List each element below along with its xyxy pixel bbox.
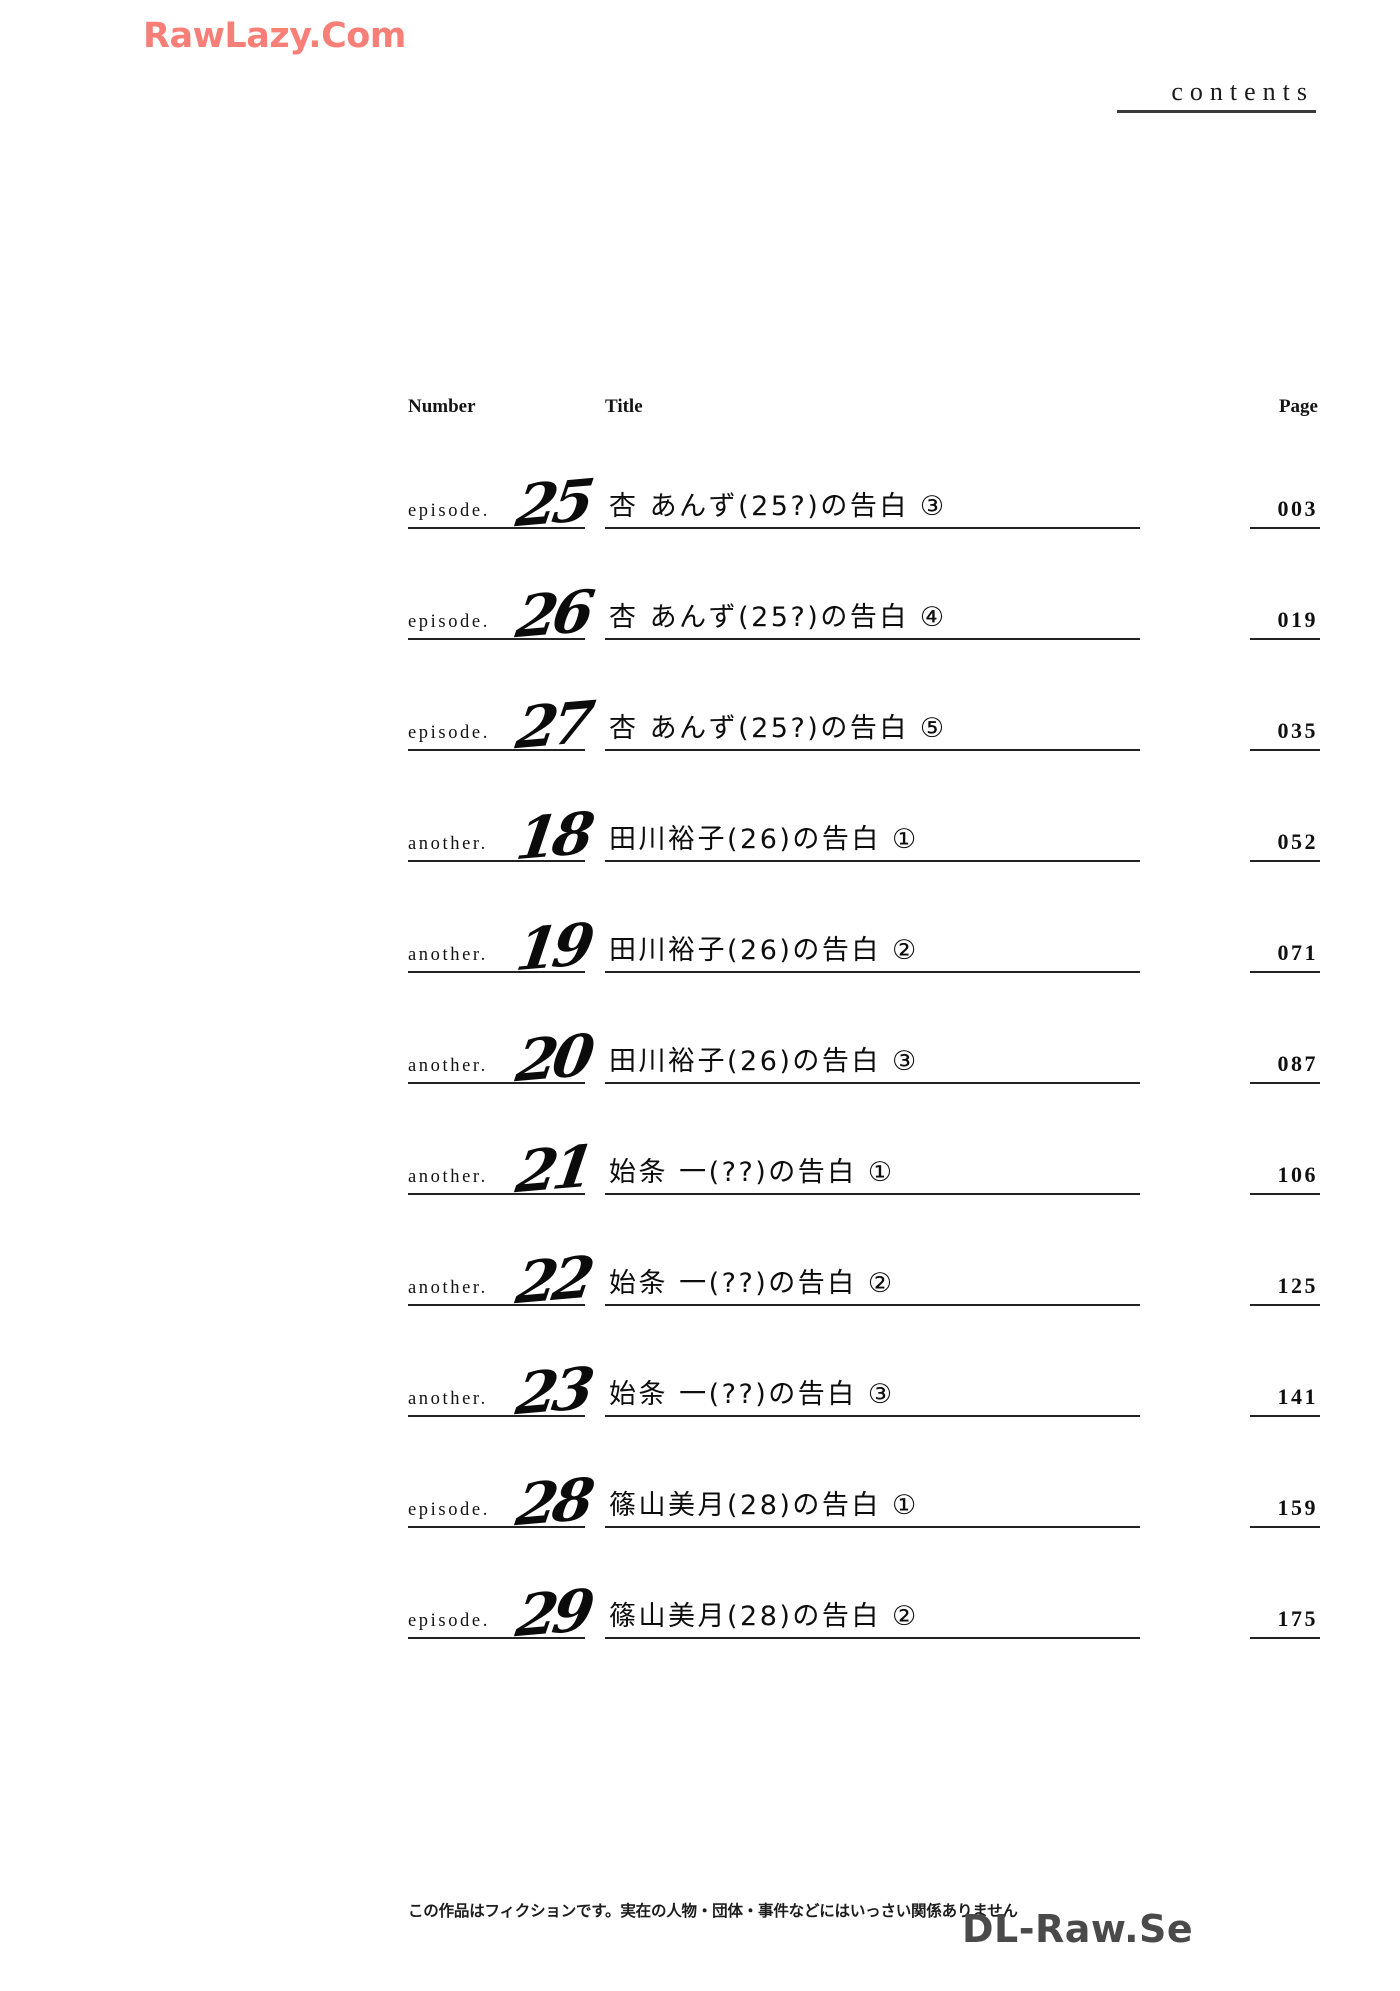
toc-number-cell[interactable]: episode. 26 [408,564,594,651]
dlraw-watermark: DL-Raw.Se [962,1907,1194,1951]
column-header-number: Number [408,396,476,417]
rawlazy-watermark: RawLazy.Com [143,16,406,56]
toc-title-cell[interactable]: 篠山美月(28)の告白 ① [605,1452,1140,1528]
toc-number-cell[interactable]: another. 22 [408,1230,594,1317]
toc-row[interactable]: episode. 26 杏 あんず(25?)の告白 ④ 019 [408,529,1320,651]
toc-number-cell[interactable]: episode. 29 [408,1563,594,1650]
toc-entry-number: 25 [512,466,594,541]
toc-entry-kind: episode. [408,612,490,632]
toc-page-cell[interactable]: 141 [1250,1341,1320,1417]
toc-title-cell[interactable]: 始条 一(??)の告白 ② [605,1230,1140,1306]
toc-page-cell[interactable]: 175 [1250,1563,1320,1639]
toc-page-cell[interactable]: 159 [1250,1452,1320,1528]
toc-entry-title: 田川裕子(26)の告白 ① [609,824,919,855]
toc-entry-kind: episode. [408,1611,490,1631]
toc-row[interactable]: another. 21 始条 一(??)の告白 ① 106 [408,1084,1320,1206]
toc-entry-page: 071 [1277,940,1318,965]
toc-page-cell[interactable]: 052 [1250,786,1320,862]
toc-number-cell[interactable]: episode. 25 [408,453,594,540]
column-header-title: Title [605,396,643,417]
toc-page-cell[interactable]: 125 [1250,1230,1320,1306]
toc-number-cell[interactable]: another. 18 [408,786,594,873]
toc-entry-title: 始条 一(??)の告白 ① [609,1157,895,1188]
toc-title-cell[interactable]: 杏 あんず(25?)の告白 ⑤ [605,675,1140,751]
toc-entry-number: 28 [512,1465,594,1540]
toc-entry-number: 19 [512,910,594,985]
toc-page-cell[interactable]: 035 [1250,675,1320,751]
toc-entry-kind: episode. [408,501,490,521]
toc-entry-title: 篠山美月(28)の告白 ① [609,1490,919,1521]
toc-entry-title: 田川裕子(26)の告白 ③ [609,1046,919,1077]
toc-entry-page: 141 [1277,1384,1318,1409]
toc-entry-title: 篠山美月(28)の告白 ② [609,1601,919,1632]
toc-entry-number: 27 [512,688,594,763]
toc-entry-page: 175 [1277,1606,1318,1631]
toc-entry-page: 003 [1277,496,1318,521]
toc-entry-kind: another. [408,1056,488,1076]
toc-entry-page: 159 [1277,1495,1318,1520]
toc-entry-number: 22 [512,1243,594,1318]
toc-title-cell[interactable]: 杏 あんず(25?)の告白 ③ [605,453,1140,529]
toc-entry-title: 始条 一(??)の告白 ③ [609,1379,895,1410]
toc-title-cell[interactable]: 始条 一(??)の告白 ③ [605,1341,1140,1417]
toc-entry-title: 始条 一(??)の告白 ② [609,1268,895,1299]
contents-underline [1117,110,1316,114]
toc-row[interactable]: another. 18 田川裕子(26)の告白 ① 052 [408,751,1320,873]
toc-title-cell[interactable]: 田川裕子(26)の告白 ③ [605,1008,1140,1084]
toc-title-cell[interactable]: 篠山美月(28)の告白 ② [605,1563,1140,1639]
toc-title-cell[interactable]: 田川裕子(26)の告白 ① [605,786,1140,862]
contents-title: contents [1171,77,1314,106]
toc-number-cell[interactable]: episode. 28 [408,1452,594,1539]
toc-entry-kind: another. [408,945,488,965]
toc-number-cell[interactable]: another. 20 [408,1008,594,1095]
toc-entry-kind: episode. [408,723,490,743]
toc-entry-number: 26 [512,577,594,652]
toc-row[interactable]: episode. 29 篠山美月(28)の告白 ② 175 [408,1528,1320,1650]
toc-number-cell[interactable]: another. 21 [408,1119,594,1206]
toc-entry-page: 035 [1277,718,1318,743]
toc-entry-title: 杏 あんず(25?)の告白 ③ [609,491,947,522]
toc-page-cell[interactable]: 019 [1250,564,1320,640]
toc-entry-title: 田川裕子(26)の告白 ② [609,935,919,966]
toc-entry-number: 20 [512,1021,594,1096]
toc-entry-page: 125 [1277,1273,1318,1298]
toc-entry-title: 杏 あんず(25?)の告白 ④ [609,602,947,633]
toc-entry-page: 087 [1277,1051,1318,1076]
toc-entry-title: 杏 あんず(25?)の告白 ⑤ [609,713,947,744]
fiction-disclaimer: この作品はフィクションです。実在の人物・団体・事件などにはいっさい関係ありません [408,1902,1018,1920]
toc-entry-page: 106 [1277,1162,1318,1187]
toc-row[interactable]: episode. 28 篠山美月(28)の告白 ① 159 [408,1417,1320,1539]
toc-entry-page: 019 [1277,607,1318,632]
toc-title-cell[interactable]: 始条 一(??)の告白 ① [605,1119,1140,1195]
toc-entry-number: 29 [512,1576,594,1651]
toc-entry-kind: another. [408,1278,488,1298]
toc-number-cell[interactable]: another. 19 [408,897,594,984]
toc-row[interactable]: another. 20 田川裕子(26)の告白 ③ 087 [408,973,1320,1095]
toc-entry-page: 052 [1277,829,1318,854]
toc-entry-number: 23 [512,1354,594,1429]
toc-title-cell[interactable]: 田川裕子(26)の告白 ② [605,897,1140,973]
toc-entry-kind: another. [408,1389,488,1409]
toc-page-cell[interactable]: 106 [1250,1119,1320,1195]
toc-page-cell[interactable]: 003 [1250,453,1320,529]
toc-row[interactable]: episode. 27 杏 あんず(25?)の告白 ⑤ 035 [408,640,1320,762]
column-header-page: Page [1278,396,1318,417]
toc-title-cell[interactable]: 杏 あんず(25?)の告白 ④ [605,564,1140,640]
toc-row[interactable]: another. 23 始条 一(??)の告白 ③ 141 [408,1306,1320,1428]
contents-header: contents [1117,77,1316,114]
toc-entry-number: 21 [512,1132,594,1207]
toc-page-cell[interactable]: 087 [1250,1008,1320,1084]
toc-number-cell[interactable]: another. 23 [408,1341,594,1428]
toc-row[interactable]: another. 19 田川裕子(26)の告白 ② 071 [408,862,1320,984]
toc-row[interactable]: another. 22 始条 一(??)の告白 ② 125 [408,1195,1320,1317]
toc-entry-kind: another. [408,834,488,854]
toc-entry-number: 18 [512,799,594,874]
toc-page-cell[interactable]: 071 [1250,897,1320,973]
toc-entry-kind: another. [408,1167,488,1187]
toc-number-cell[interactable]: episode. 27 [408,675,594,762]
table-of-contents: Number Title Page episode. 25 杏 あんず(25?)の告… [408,388,1320,1650]
column-headers: Number Title Page [408,388,1320,418]
toc-row[interactable]: episode. 25 杏 あんず(25?)の告白 ③ 003 [408,418,1320,540]
toc-entry-kind: episode. [408,1500,490,1520]
